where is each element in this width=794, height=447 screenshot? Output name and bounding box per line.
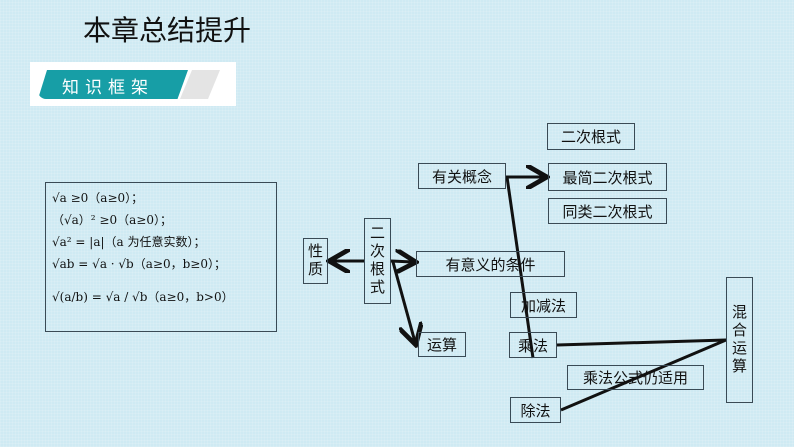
page-title: 本章总结提升 <box>83 14 252 47</box>
node-simplest-radical: 最简二次根式 <box>548 163 667 191</box>
node-root: 二次根式 <box>364 218 391 304</box>
node-operations: 运算 <box>418 332 466 357</box>
node-property: 性质 <box>303 238 328 284</box>
node-radical: 二次根式 <box>547 123 635 150</box>
section-banner: 知识框架 <box>30 62 236 106</box>
section-label: 知识框架 <box>62 78 154 98</box>
node-condition: 有意义的条件 <box>416 251 565 277</box>
formula-line: （√a）² ≥0（a≥0）； <box>52 213 172 227</box>
node-formula-apply: 乘法公式仍适用 <box>567 365 704 390</box>
formula-line: √(a/b) = √a / √b（a≥0，b>0） <box>52 290 234 304</box>
formula-line: √a² = |a|（a 为任意实数）； <box>52 235 206 249</box>
formula-line: √a ≥0（a≥0）； <box>52 191 144 205</box>
node-divide: 除法 <box>510 397 561 423</box>
node-multiply: 乘法 <box>509 332 557 358</box>
node-concepts: 有关概念 <box>418 163 506 189</box>
node-add-sub: 加减法 <box>510 292 577 318</box>
formula-line: √ab = √a · √b（a≥0，b≥0）； <box>52 257 226 271</box>
formula-box: √a ≥0（a≥0）； （√a）² ≥0（a≥0）； √a² = |a|（a 为… <box>45 182 277 332</box>
node-mixed: 混合运算 <box>726 277 753 403</box>
node-like-radicals: 同类二次根式 <box>548 198 667 224</box>
